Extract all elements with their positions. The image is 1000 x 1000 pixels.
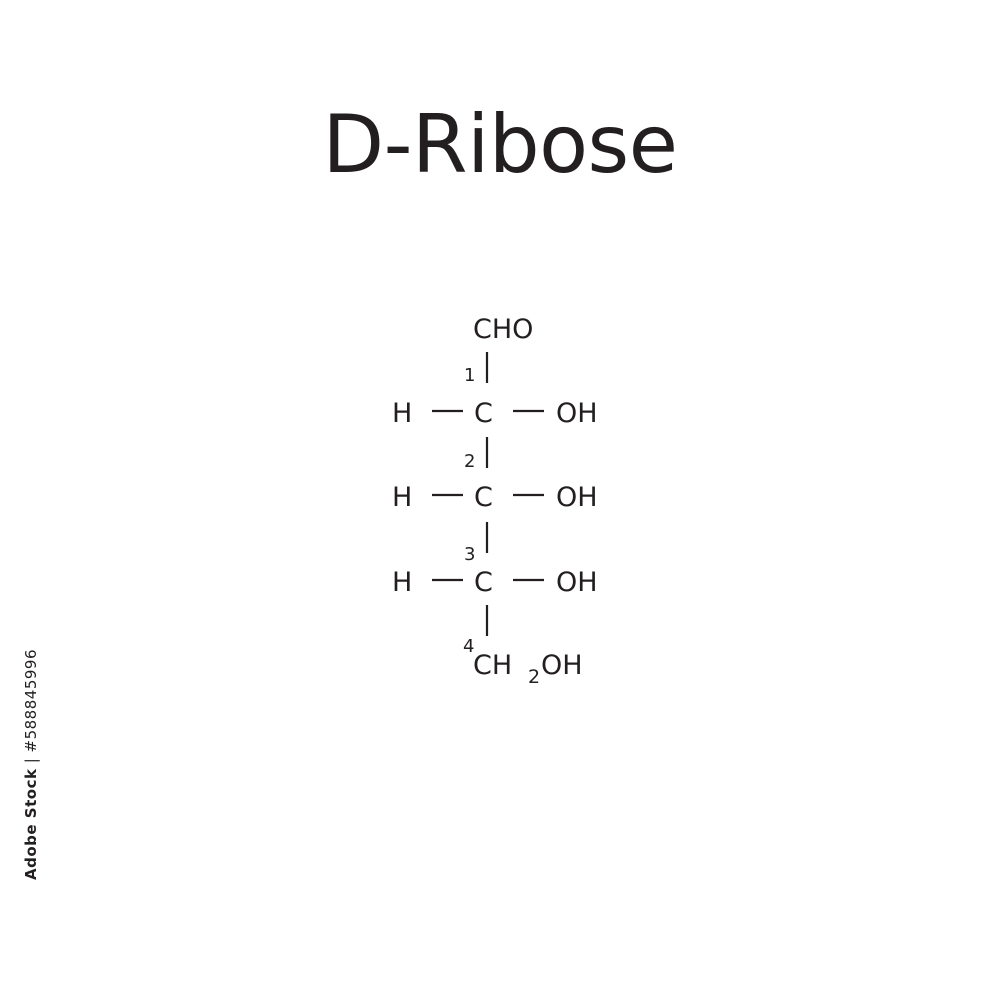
carbon-number-label: 1 — [464, 365, 475, 386]
right-substituent: OH — [556, 398, 598, 429]
carbon-atom: C — [474, 482, 493, 513]
bottom-group-subscript: 2 — [528, 666, 540, 688]
left-substituent: H — [392, 398, 412, 429]
bottom-group-suffix: OH — [541, 650, 583, 681]
top-group-label: CHO — [473, 314, 533, 345]
stock-brand: Adobe Stock — [22, 768, 40, 880]
left-substituent: H — [392, 567, 412, 598]
left-substituent: H — [392, 482, 412, 513]
molecule-title: D-Ribose — [322, 98, 678, 191]
stock-watermark-id: Adobe Stock | #588845996 — [22, 649, 40, 880]
carbon-number-label: 4 — [463, 636, 474, 657]
bottom-group-prefix: CH — [473, 650, 512, 681]
bottom-group-label: CH — [473, 650, 512, 681]
carbon-number-label: 3 — [464, 544, 475, 565]
right-substituent: OH — [556, 567, 598, 598]
carbon-number-label: 2 — [464, 451, 475, 472]
carbon-atom: C — [474, 398, 493, 429]
right-substituent: OH — [556, 482, 598, 513]
stock-number: #588845996 — [22, 649, 40, 753]
carbon-atom: C — [474, 567, 493, 598]
